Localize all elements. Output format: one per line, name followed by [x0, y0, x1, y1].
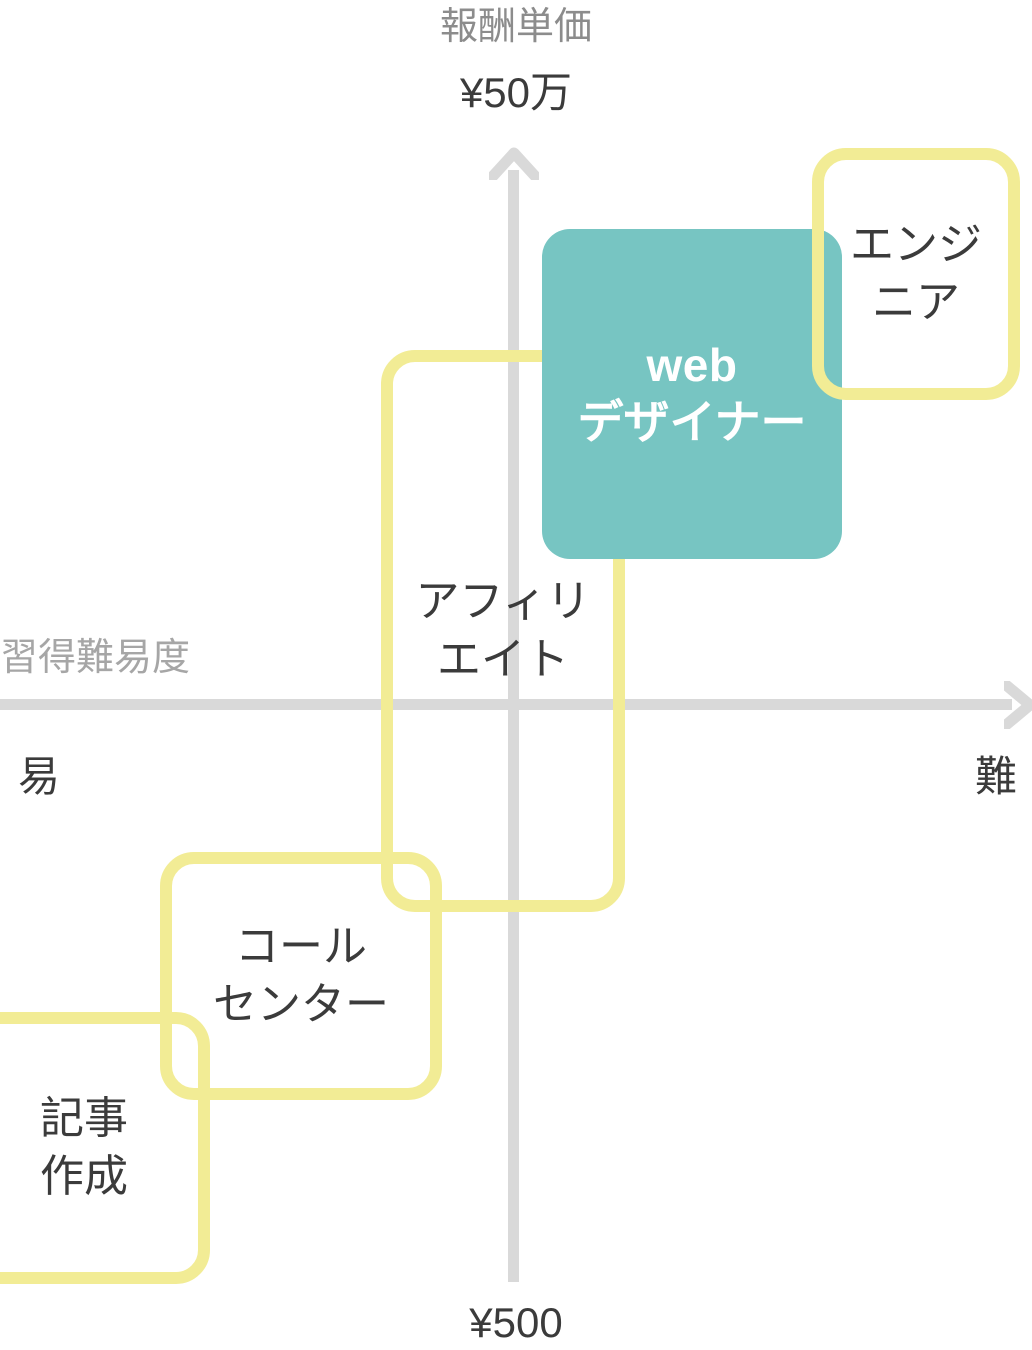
y-axis-line [508, 170, 519, 1282]
item-affiliate-label-line2: エイト [437, 635, 569, 684]
y-axis-title: 報酬単価 [439, 6, 592, 48]
item-article-writing[interactable]: 記事 作成 [0, 1012, 210, 1284]
x-axis-line [0, 699, 1012, 710]
y-axis-max-label: ¥50万 [459, 69, 573, 116]
y-axis-min-label: ¥500 [469, 1299, 563, 1346]
item-callcenter[interactable]: コール センター [160, 852, 442, 1100]
item-callcenter-label-line1: コール [235, 921, 367, 971]
item-article-writing-label: 記事 作成 [34, 1090, 134, 1206]
item-engineer-label: エンジ ニア [844, 216, 988, 332]
item-engineer-label-line1: エンジ [850, 219, 982, 269]
item-engineer-label-line2: ニア [872, 278, 960, 327]
item-engineer[interactable]: エンジ ニア [812, 148, 1020, 400]
item-web-designer-label-line1: web [646, 338, 738, 391]
x-axis-arrow-icon [1000, 679, 1032, 731]
item-callcenter-label: コール センター [207, 918, 395, 1034]
item-callcenter-label-line2: センター [213, 980, 389, 1029]
item-affiliate-label-line1: アフィリ [415, 576, 591, 626]
x-axis-high-label: 難 [975, 753, 1018, 800]
item-affiliate[interactable]: アフィリ エイト [381, 350, 625, 912]
item-web-designer-label-line2: デザイナー [577, 396, 807, 448]
x-axis-low-label: 易 [18, 753, 61, 800]
x-axis-title: 習得難易度 [0, 637, 191, 679]
item-article-writing-label-line2: 作成 [40, 1152, 128, 1201]
item-web-designer[interactable]: web デザイナー [542, 229, 842, 559]
item-article-writing-label-line1: 記事 [40, 1093, 128, 1143]
item-affiliate-label: アフィリ エイト [409, 573, 596, 689]
y-axis-arrow-icon [487, 146, 541, 182]
